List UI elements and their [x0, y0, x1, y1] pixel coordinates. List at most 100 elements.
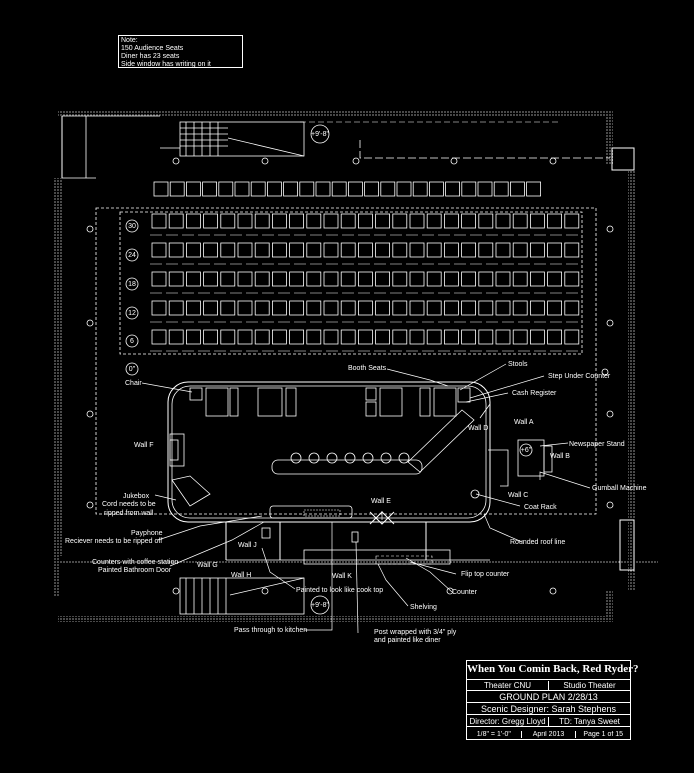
seating-boundary — [95, 207, 597, 515]
audience-seat — [375, 242, 391, 258]
audience-seat — [151, 271, 167, 287]
label-newspaper-stand: Newspaper Stand — [569, 441, 625, 448]
audience-seat — [530, 300, 545, 316]
audience-seat — [564, 300, 580, 316]
building-walls — [54, 110, 658, 622]
label-wall-d: Wall D — [468, 425, 488, 432]
audience-seat — [185, 300, 201, 316]
audience-seat — [443, 300, 459, 316]
label-coat-rack: Coat Rack — [524, 504, 557, 511]
column-marker — [606, 319, 614, 327]
audience-seat — [289, 329, 305, 345]
label-chair: Chair — [125, 380, 142, 387]
audience-seat — [254, 271, 270, 287]
audience-seat — [443, 213, 459, 229]
audience-seat — [493, 181, 509, 197]
audience-seat — [299, 181, 315, 197]
diner-outline — [167, 381, 491, 565]
note-line: Note: — [121, 37, 138, 44]
audience-seat — [478, 213, 494, 229]
audience-seat — [185, 242, 201, 258]
audience-seat — [218, 181, 234, 197]
audience-seat — [323, 213, 339, 229]
audience-seat — [547, 271, 562, 287]
audience-seat — [306, 242, 322, 258]
audience-seat — [509, 181, 525, 197]
audience-seat — [357, 213, 373, 229]
audience-seat — [443, 271, 459, 287]
audience-seat — [185, 271, 201, 287]
audience-seat — [445, 181, 461, 197]
label-wall-a: Wall A — [514, 419, 534, 426]
audience-seat — [392, 300, 408, 316]
audience-seat — [526, 181, 541, 197]
audience-seat — [478, 329, 494, 345]
audience-seat — [547, 213, 562, 229]
audience-seat — [168, 242, 184, 258]
row-marker-label: 6 — [130, 338, 134, 345]
audience-seat — [380, 181, 396, 197]
column-marker — [606, 501, 614, 509]
audience-seat — [392, 213, 408, 229]
audience-seat — [315, 181, 331, 197]
label-wall-f: Wall F — [134, 442, 154, 449]
audience-seat — [409, 242, 425, 258]
audience-seat — [203, 213, 219, 229]
label-rounded-roof-line: Rounded roof line — [510, 539, 565, 546]
label-counter: Counter — [452, 589, 478, 596]
title-block: When You Comin Back, Red Ryder? Theater … — [466, 660, 639, 740]
label-flip-top-counter: Flip top counter — [461, 571, 510, 578]
column-marker — [450, 157, 458, 165]
column-marker — [86, 225, 94, 233]
audience-seat — [530, 213, 545, 229]
audience-seat — [443, 242, 459, 258]
director: Director: Gregg Lloyd — [469, 716, 546, 726]
column-marker — [172, 157, 180, 165]
elevation-top: +9'-8" — [311, 131, 330, 138]
audience-seat — [203, 329, 219, 345]
audience-seat — [512, 271, 528, 287]
audience-seat — [271, 242, 287, 258]
audience-seat — [266, 181, 282, 197]
audience-seat — [340, 242, 356, 258]
booths — [189, 387, 471, 417]
audience-seat — [306, 271, 322, 287]
plan-labels: Booth Seats Stools Step Under Counter Ca… — [65, 361, 647, 644]
stairs-bottom — [179, 577, 305, 615]
column-marker — [601, 368, 609, 376]
audience-seat — [392, 271, 408, 287]
audience-seat — [409, 271, 425, 287]
audience-seat — [323, 271, 339, 287]
audience-seat — [331, 181, 347, 197]
label-counters-coffee: Counters with coffee station — [92, 559, 178, 566]
audience-seat — [185, 213, 201, 229]
audience-seat — [306, 213, 322, 229]
audience-seat — [426, 242, 442, 258]
audience-seat — [409, 329, 425, 345]
column-marker — [549, 157, 557, 165]
audience-seat — [254, 213, 270, 229]
audience-seat — [564, 329, 580, 345]
audience-seat — [220, 271, 236, 287]
label-booth-seats: Booth Seats — [348, 365, 387, 372]
audience-seat — [237, 271, 253, 287]
audience-seat — [495, 242, 511, 258]
audience-seat — [375, 213, 391, 229]
audience-seat — [495, 329, 511, 345]
audience-seat — [392, 329, 408, 345]
audience-seat — [220, 300, 236, 316]
audience-seat — [428, 181, 444, 197]
audience-seat — [461, 181, 477, 197]
audience-seat — [254, 329, 270, 345]
audience-seat — [409, 213, 425, 229]
audience-seat — [168, 213, 184, 229]
audience-seat — [168, 271, 184, 287]
audience-seat — [409, 300, 425, 316]
label-wall-j: Wall J — [238, 542, 257, 549]
audience-seat — [185, 329, 201, 345]
label-shelving: Shelving — [410, 604, 437, 611]
label-post-wrapped-1: Post wrapped with 3/4" ply — [374, 629, 457, 636]
audience-seat — [478, 242, 494, 258]
audience-seat — [512, 329, 528, 345]
column-marker — [172, 587, 180, 595]
